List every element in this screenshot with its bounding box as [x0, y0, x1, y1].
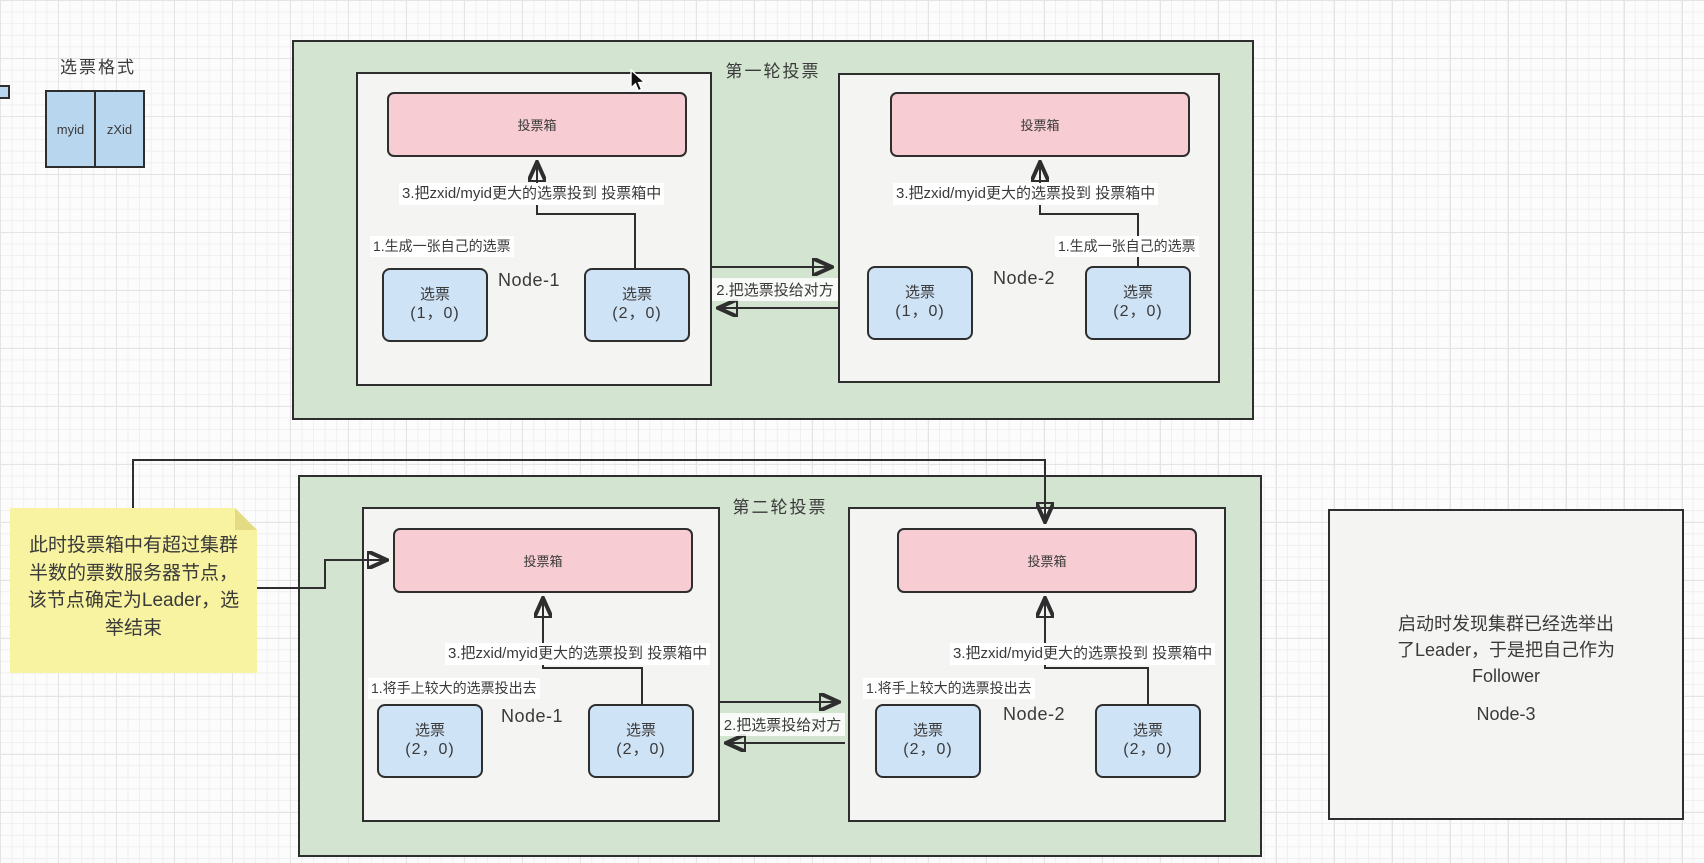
round2-node1-step3-label: 3.把zxid/myid更大的选票投到 投票箱中	[445, 643, 711, 666]
round1-title: 第一轮投票	[725, 62, 821, 81]
vote-label: 选票	[1122, 283, 1153, 301]
mouse-cursor-icon	[630, 69, 647, 92]
vote-label: 选票	[1132, 721, 1163, 739]
sticky-note-text: 此时投票箱中有超过集群 半数的票数服务器节点， 该节点确定为Leader，选 举…	[27, 535, 240, 639]
round2-node1-step1-label: 1.将手上较大的选票投出去	[368, 678, 540, 699]
round2-node1-ballot-box[interactable]: 投票箱	[393, 528, 693, 593]
round1-exchange-label: 2.把选票投给对方	[712, 278, 838, 301]
round1-node2-vote1-box[interactable]: 选票 (1，0)	[867, 266, 973, 340]
round2-node1-name: Node-1	[501, 706, 564, 726]
vote-value: (1，0)	[410, 305, 460, 323]
round2-node2-step1-label: 1.将手上较大的选票投出去	[863, 678, 1035, 699]
left-edge-partial-shape[interactable]	[0, 85, 10, 99]
round2-node2-name: Node-2	[1003, 704, 1066, 724]
vote-label: 选票	[621, 285, 652, 303]
round2-node2-vote1-box[interactable]: 选票 (2，0)	[875, 704, 981, 778]
vote-value: (2，0)	[1113, 303, 1163, 321]
vote-value: (1，0)	[895, 303, 945, 321]
round1-node1-vote2-box[interactable]: 选票 (2，0)	[584, 268, 690, 342]
vote-label: 选票	[904, 283, 935, 301]
round2-node2-ballot-box[interactable]: 投票箱	[897, 528, 1197, 593]
round1-node2-step3-label: 3.把zxid/myid更大的选票投到 投票箱中	[893, 183, 1159, 206]
node3-box[interactable]	[1328, 509, 1684, 820]
round2-node1-vote1-box[interactable]: 选票 (2，0)	[377, 704, 483, 778]
vote-format-title: 选票格式	[60, 58, 136, 77]
round1-node1-ballot-box[interactable]: 投票箱	[387, 92, 687, 157]
round1-node2-ballot-box[interactable]: 投票箱	[890, 92, 1190, 157]
round1-node1-step1-label: 1.生成一张自己的选票	[370, 236, 514, 257]
vote-label: 选票	[912, 721, 943, 739]
vote-format-box[interactable]: myid zXid	[45, 90, 145, 168]
node3-text: 启动时发现集群已经选举出 了Leader，于是把自己作为 Follower	[1396, 614, 1616, 686]
sticky-note-fold-corner	[235, 508, 257, 530]
sticky-note[interactable]	[10, 508, 257, 673]
vote-value: (2，0)	[1123, 741, 1173, 759]
round1-node2-vote2-box[interactable]: 选票 (2，0)	[1085, 266, 1191, 340]
vote-label: 选票	[419, 285, 450, 303]
round2-node2-vote2-box[interactable]: 选票 (2，0)	[1095, 704, 1201, 778]
vote-value: (2，0)	[616, 741, 666, 759]
vote-label: 选票	[625, 721, 656, 739]
node3-name: Node-3	[1476, 704, 1536, 724]
vote-format-cell-zxid: zXid	[94, 92, 143, 166]
round1-node1-name: Node-1	[498, 270, 561, 290]
vote-label: 选票	[414, 721, 445, 739]
round1-node2-step1-label: 1.生成一张自己的选票	[1055, 236, 1199, 257]
round1-node1-vote1-box[interactable]: 选票 (1，0)	[382, 268, 488, 342]
round1-node2-name: Node-2	[993, 268, 1056, 288]
round2-exchange-label: 2.把选票投给对方	[720, 713, 845, 736]
vote-value: (2，0)	[612, 305, 662, 323]
round1-node1-step3-label: 3.把zxid/myid更大的选票投到 投票箱中	[399, 183, 665, 206]
vote-value: (2，0)	[903, 741, 953, 759]
round2-node2-step3-label: 3.把zxid/myid更大的选票投到 投票箱中	[950, 643, 1216, 666]
round2-node1-vote2-box[interactable]: 选票 (2，0)	[588, 704, 694, 778]
vote-value: (2，0)	[405, 741, 455, 759]
vote-format-cell-myid: myid	[56, 121, 85, 137]
